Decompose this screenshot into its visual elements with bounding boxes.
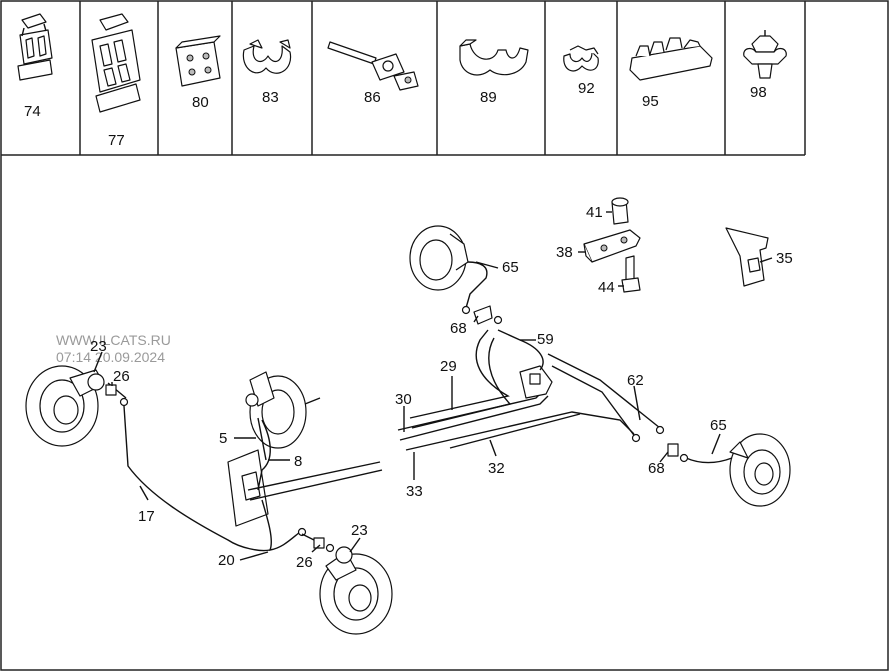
right-brake-disc xyxy=(729,433,791,507)
fitting-62b xyxy=(655,425,665,435)
callout-38[interactable]: 38 xyxy=(556,244,573,261)
part-80-block-icon[interactable] xyxy=(175,35,221,87)
fitting-20 xyxy=(297,527,307,537)
watermark-date: 07:14 20.09.2024 xyxy=(56,349,165,365)
brake-line-62 xyxy=(547,353,661,429)
part-77-clip-icon[interactable] xyxy=(91,13,141,113)
callout-44[interactable]: 44 xyxy=(598,279,615,296)
part-98-label[interactable]: 98 xyxy=(750,84,767,101)
callout-20[interactable]: 20 xyxy=(218,552,235,569)
part-86-bracket-clip-icon[interactable] xyxy=(327,41,419,91)
callout-65-right[interactable]: 65 xyxy=(710,417,727,434)
brake-line-30b xyxy=(399,395,549,441)
callout-26-front-left[interactable]: 26 xyxy=(113,368,130,385)
part-35-bracket xyxy=(725,227,769,287)
brake-line-17 xyxy=(123,405,271,552)
hose-bracket-68-upper xyxy=(473,305,503,325)
brake-line-upper-b xyxy=(249,469,383,501)
brake-booster xyxy=(245,371,321,449)
callout-23-rear-left[interactable]: 23 xyxy=(351,522,368,539)
brake-hose-65-upper xyxy=(465,261,488,309)
fitting-65-upper xyxy=(461,305,471,315)
brake-hose-65-right xyxy=(685,457,733,464)
callout-26-rear-left[interactable]: 26 xyxy=(296,554,313,571)
callout-35[interactable]: 35 xyxy=(776,250,793,267)
callout-29[interactable]: 29 xyxy=(440,358,457,375)
callout-30[interactable]: 30 xyxy=(395,391,412,408)
part-95-multi-clip-icon[interactable] xyxy=(629,37,713,81)
part-83-label[interactable]: 83 xyxy=(262,89,279,106)
callout-68-right[interactable]: 68 xyxy=(648,460,665,477)
upper-brake-disc xyxy=(409,225,469,291)
hose-bracket-68-right xyxy=(667,443,689,463)
watermark-text: WWW.ILCATS.RU xyxy=(56,332,171,348)
fitting-62a xyxy=(631,433,641,443)
part-77-label[interactable]: 77 xyxy=(108,132,125,149)
part-92-clip-icon[interactable] xyxy=(563,45,599,72)
callout-62[interactable]: 62 xyxy=(627,372,644,389)
callout-5[interactable]: 5 xyxy=(219,430,227,447)
brake-line-upper-a xyxy=(247,461,381,491)
part-41-cap xyxy=(611,197,629,225)
brake-line-20 xyxy=(261,499,301,551)
brake-hose-26b xyxy=(301,533,315,541)
front-left-hose-clip xyxy=(105,384,129,407)
brake-distributor-block xyxy=(519,365,553,399)
callout-33[interactable]: 33 xyxy=(406,483,423,500)
callout-65-upper[interactable]: 65 xyxy=(502,259,519,276)
part-38-bracket xyxy=(583,229,641,263)
part-80-label[interactable]: 80 xyxy=(192,94,209,111)
part-98-push-clip-icon[interactable] xyxy=(743,30,787,79)
front-left-brake-disc xyxy=(25,365,127,447)
brake-line-33 xyxy=(405,411,635,451)
callout-8[interactable]: 8 xyxy=(294,453,302,470)
brake-line-32 xyxy=(449,413,581,449)
callout-leaders xyxy=(93,211,773,561)
part-89-label[interactable]: 89 xyxy=(480,89,497,106)
part-74-label[interactable]: 74 xyxy=(24,103,41,120)
callout-17[interactable]: 17 xyxy=(138,508,155,525)
brake-line-5 xyxy=(257,417,267,461)
part-83-double-clip-icon[interactable] xyxy=(242,39,292,74)
master-cylinder-block xyxy=(227,449,269,527)
rear-left-hose-clip xyxy=(313,537,335,553)
part-74-clip-icon[interactable] xyxy=(17,13,53,81)
brake-line-8 xyxy=(257,419,271,491)
part-95-label[interactable]: 95 xyxy=(642,93,659,110)
part-86-label[interactable]: 86 xyxy=(364,89,381,106)
part-44-bolt xyxy=(621,255,641,293)
callout-59[interactable]: 59 xyxy=(537,331,554,348)
part-89-saddle-clip-icon[interactable] xyxy=(459,39,529,76)
callout-23-front-left[interactable]: 23 xyxy=(90,338,107,355)
callout-32[interactable]: 32 xyxy=(488,460,505,477)
rear-left-brake-disc xyxy=(319,546,393,635)
callout-41[interactable]: 41 xyxy=(586,204,603,221)
brake-line-29 xyxy=(409,329,510,419)
brake-line-29b xyxy=(411,337,512,429)
callout-68-upper[interactable]: 68 xyxy=(450,320,467,337)
part-92-label[interactable]: 92 xyxy=(578,80,595,97)
brake-line-62b xyxy=(551,365,637,439)
